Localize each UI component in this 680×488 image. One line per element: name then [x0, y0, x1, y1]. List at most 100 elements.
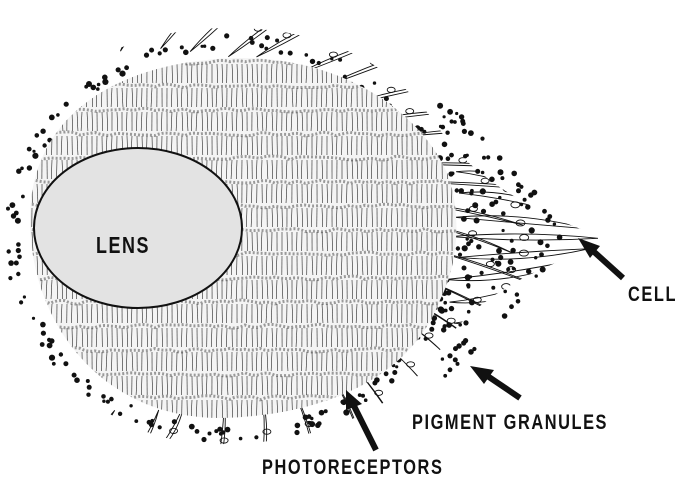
cell-nucleus: [254, 26, 262, 31]
pigment-granule: [208, 432, 212, 436]
pigment-granule: [64, 102, 69, 107]
pigment-granule: [16, 248, 21, 253]
pigment-granule: [324, 409, 328, 413]
pigment-granule: [118, 412, 122, 416]
pigment-granule: [392, 370, 397, 375]
pigment-granule: [144, 53, 149, 58]
pigment-granule: [315, 423, 320, 428]
pigment-granule: [456, 362, 460, 366]
pigment-granule: [463, 338, 468, 343]
pigment-granule: [87, 385, 92, 390]
pigment-granule: [467, 285, 471, 289]
cell-nucleus: [520, 234, 529, 240]
cell-nucleus: [31, 16, 39, 21]
pigment-granule: [96, 87, 100, 91]
cell-nucleus: [90, 433, 98, 438]
pigment-granule: [32, 150, 35, 153]
pigment-granule: [15, 218, 21, 224]
pigment-granule: [84, 85, 88, 89]
pigment-granule: [431, 320, 436, 325]
pigment-granule: [468, 349, 474, 355]
pigment-granule: [455, 188, 459, 192]
cell-nucleus: [481, 178, 489, 183]
pigment-granule: [453, 357, 458, 362]
pigment-granule: [172, 419, 177, 424]
cell-nucleus: [139, 445, 147, 450]
pigment-cell: [120, 0, 154, 51]
pigment-granule: [330, 57, 333, 60]
cell-nucleus: [486, 261, 494, 266]
pigment-granule: [510, 248, 515, 253]
pigment-granule: [7, 249, 11, 253]
cell-label: CELL: [628, 283, 677, 307]
pigment-granule: [467, 310, 471, 314]
pigment-granule: [489, 177, 495, 183]
pigment-granule: [189, 424, 195, 430]
pigment-granule: [373, 81, 376, 84]
pigment-granule: [74, 377, 80, 383]
pigment-granule: [465, 208, 470, 213]
pigment-granule: [481, 171, 485, 175]
cell-nucleus: [503, 186, 512, 192]
pigment-granule: [439, 125, 442, 128]
pigment-granule: [341, 399, 347, 405]
pigment-granule: [288, 51, 293, 56]
pigment-granule: [97, 83, 101, 87]
pigment-granule: [491, 258, 495, 262]
pigment-granule: [520, 203, 523, 206]
pigment-granule: [446, 156, 451, 161]
pigment-granule: [16, 272, 20, 276]
pigment-granule: [86, 393, 90, 397]
pigment-granule: [446, 322, 452, 328]
pigment-cell: [16, 399, 79, 443]
pigment-cell: [161, 0, 209, 49]
pigment-granule: [510, 239, 514, 243]
pigment-granule: [482, 156, 486, 160]
pigment-granule: [545, 244, 550, 249]
pigment-granule: [481, 209, 486, 214]
cell-nucleus: [329, 52, 337, 57]
pigment-granule: [529, 227, 535, 233]
pigment-granule: [259, 43, 264, 48]
pigment-granule: [201, 45, 204, 48]
pigment-granule: [535, 274, 538, 277]
pigment-granule: [308, 421, 311, 424]
cell-nucleus: [502, 284, 511, 290]
pigment-granule: [19, 300, 23, 304]
pigment-granule: [540, 267, 546, 273]
pigment-granule: [40, 322, 46, 328]
pigment-granule: [511, 171, 517, 177]
cell-nucleus: [208, 22, 216, 27]
pigment-granule: [319, 410, 325, 416]
pigment-granule: [279, 50, 284, 55]
pigment-granule: [56, 113, 60, 117]
pigment-granule: [469, 239, 473, 243]
pigment-granule: [463, 154, 467, 158]
pigment-granule: [463, 320, 468, 325]
pigment-granule: [497, 155, 503, 161]
pigment-granule: [449, 306, 454, 311]
pigment-granule: [338, 58, 342, 62]
pigment-cell: [0, 387, 8, 417]
pigment-granule: [526, 269, 531, 274]
pigment-granule: [503, 290, 507, 294]
pigment-granule: [472, 202, 478, 208]
cell-nucleus: [511, 202, 520, 208]
pigment-granule: [501, 211, 506, 216]
pigment-granule: [358, 393, 362, 397]
pigment-granule: [264, 47, 268, 51]
pigment-granule: [498, 255, 503, 260]
pigment-granule: [63, 361, 68, 366]
cell-nucleus: [447, 125, 455, 130]
pigment-granule: [445, 131, 449, 135]
pigment-granule: [180, 45, 184, 49]
pigment-granule: [509, 304, 514, 309]
pigment-granule: [502, 229, 505, 232]
pigment-granule: [150, 419, 154, 423]
pigment-granule: [447, 109, 453, 115]
pigment-granule: [116, 67, 121, 72]
pigment-granule: [498, 196, 501, 199]
pigment-granule: [10, 202, 16, 208]
cell-nucleus: [128, 19, 136, 24]
